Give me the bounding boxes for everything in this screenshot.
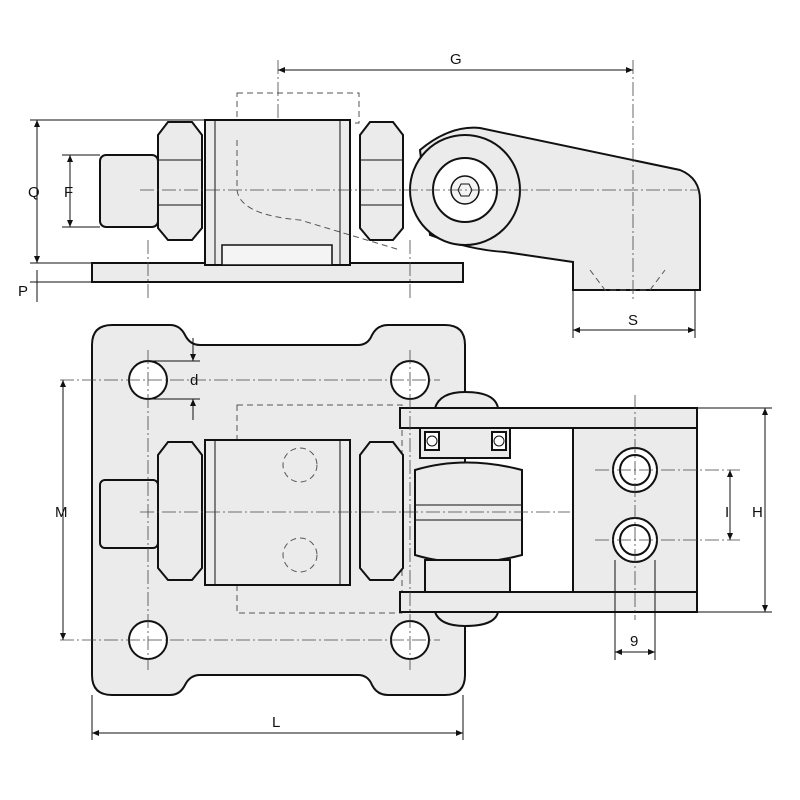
right-nut-plan — [359, 441, 404, 581]
pin-head-top — [433, 390, 500, 409]
hidden-outline — [236, 92, 360, 124]
bearing-bottom — [424, 559, 511, 593]
dim-label-h: H — [752, 504, 763, 521]
right-nut-side — [359, 121, 404, 241]
dim-label-9: 9 — [630, 633, 638, 650]
plan-view: d M I H 9 L — [55, 324, 772, 740]
dim-label-s: S — [628, 312, 638, 329]
dim-label-g: G — [450, 51, 462, 68]
body-side — [204, 119, 351, 266]
dim-label-f: F — [64, 184, 73, 201]
dim-label-q: Q — [28, 184, 40, 201]
bracket-bottom-plate — [399, 591, 698, 613]
dim-label-l: L — [272, 714, 280, 731]
dim-label-i: I — [725, 504, 729, 521]
side-view: G Q F P S — [18, 51, 701, 338]
bracket-top-plate — [399, 407, 698, 429]
roller-plan — [414, 461, 523, 564]
body-plan — [204, 439, 351, 586]
dim-label-p: P — [18, 283, 28, 300]
spring-side — [221, 244, 333, 266]
left-nut-side — [157, 121, 203, 241]
left-nut-plan — [157, 441, 203, 581]
dim-label-m: M — [55, 504, 68, 521]
threaded-rod-plan — [99, 479, 159, 549]
pin-head-bottom — [433, 611, 500, 628]
dim-label-d: d — [190, 372, 198, 389]
threaded-rod-side — [99, 154, 159, 228]
